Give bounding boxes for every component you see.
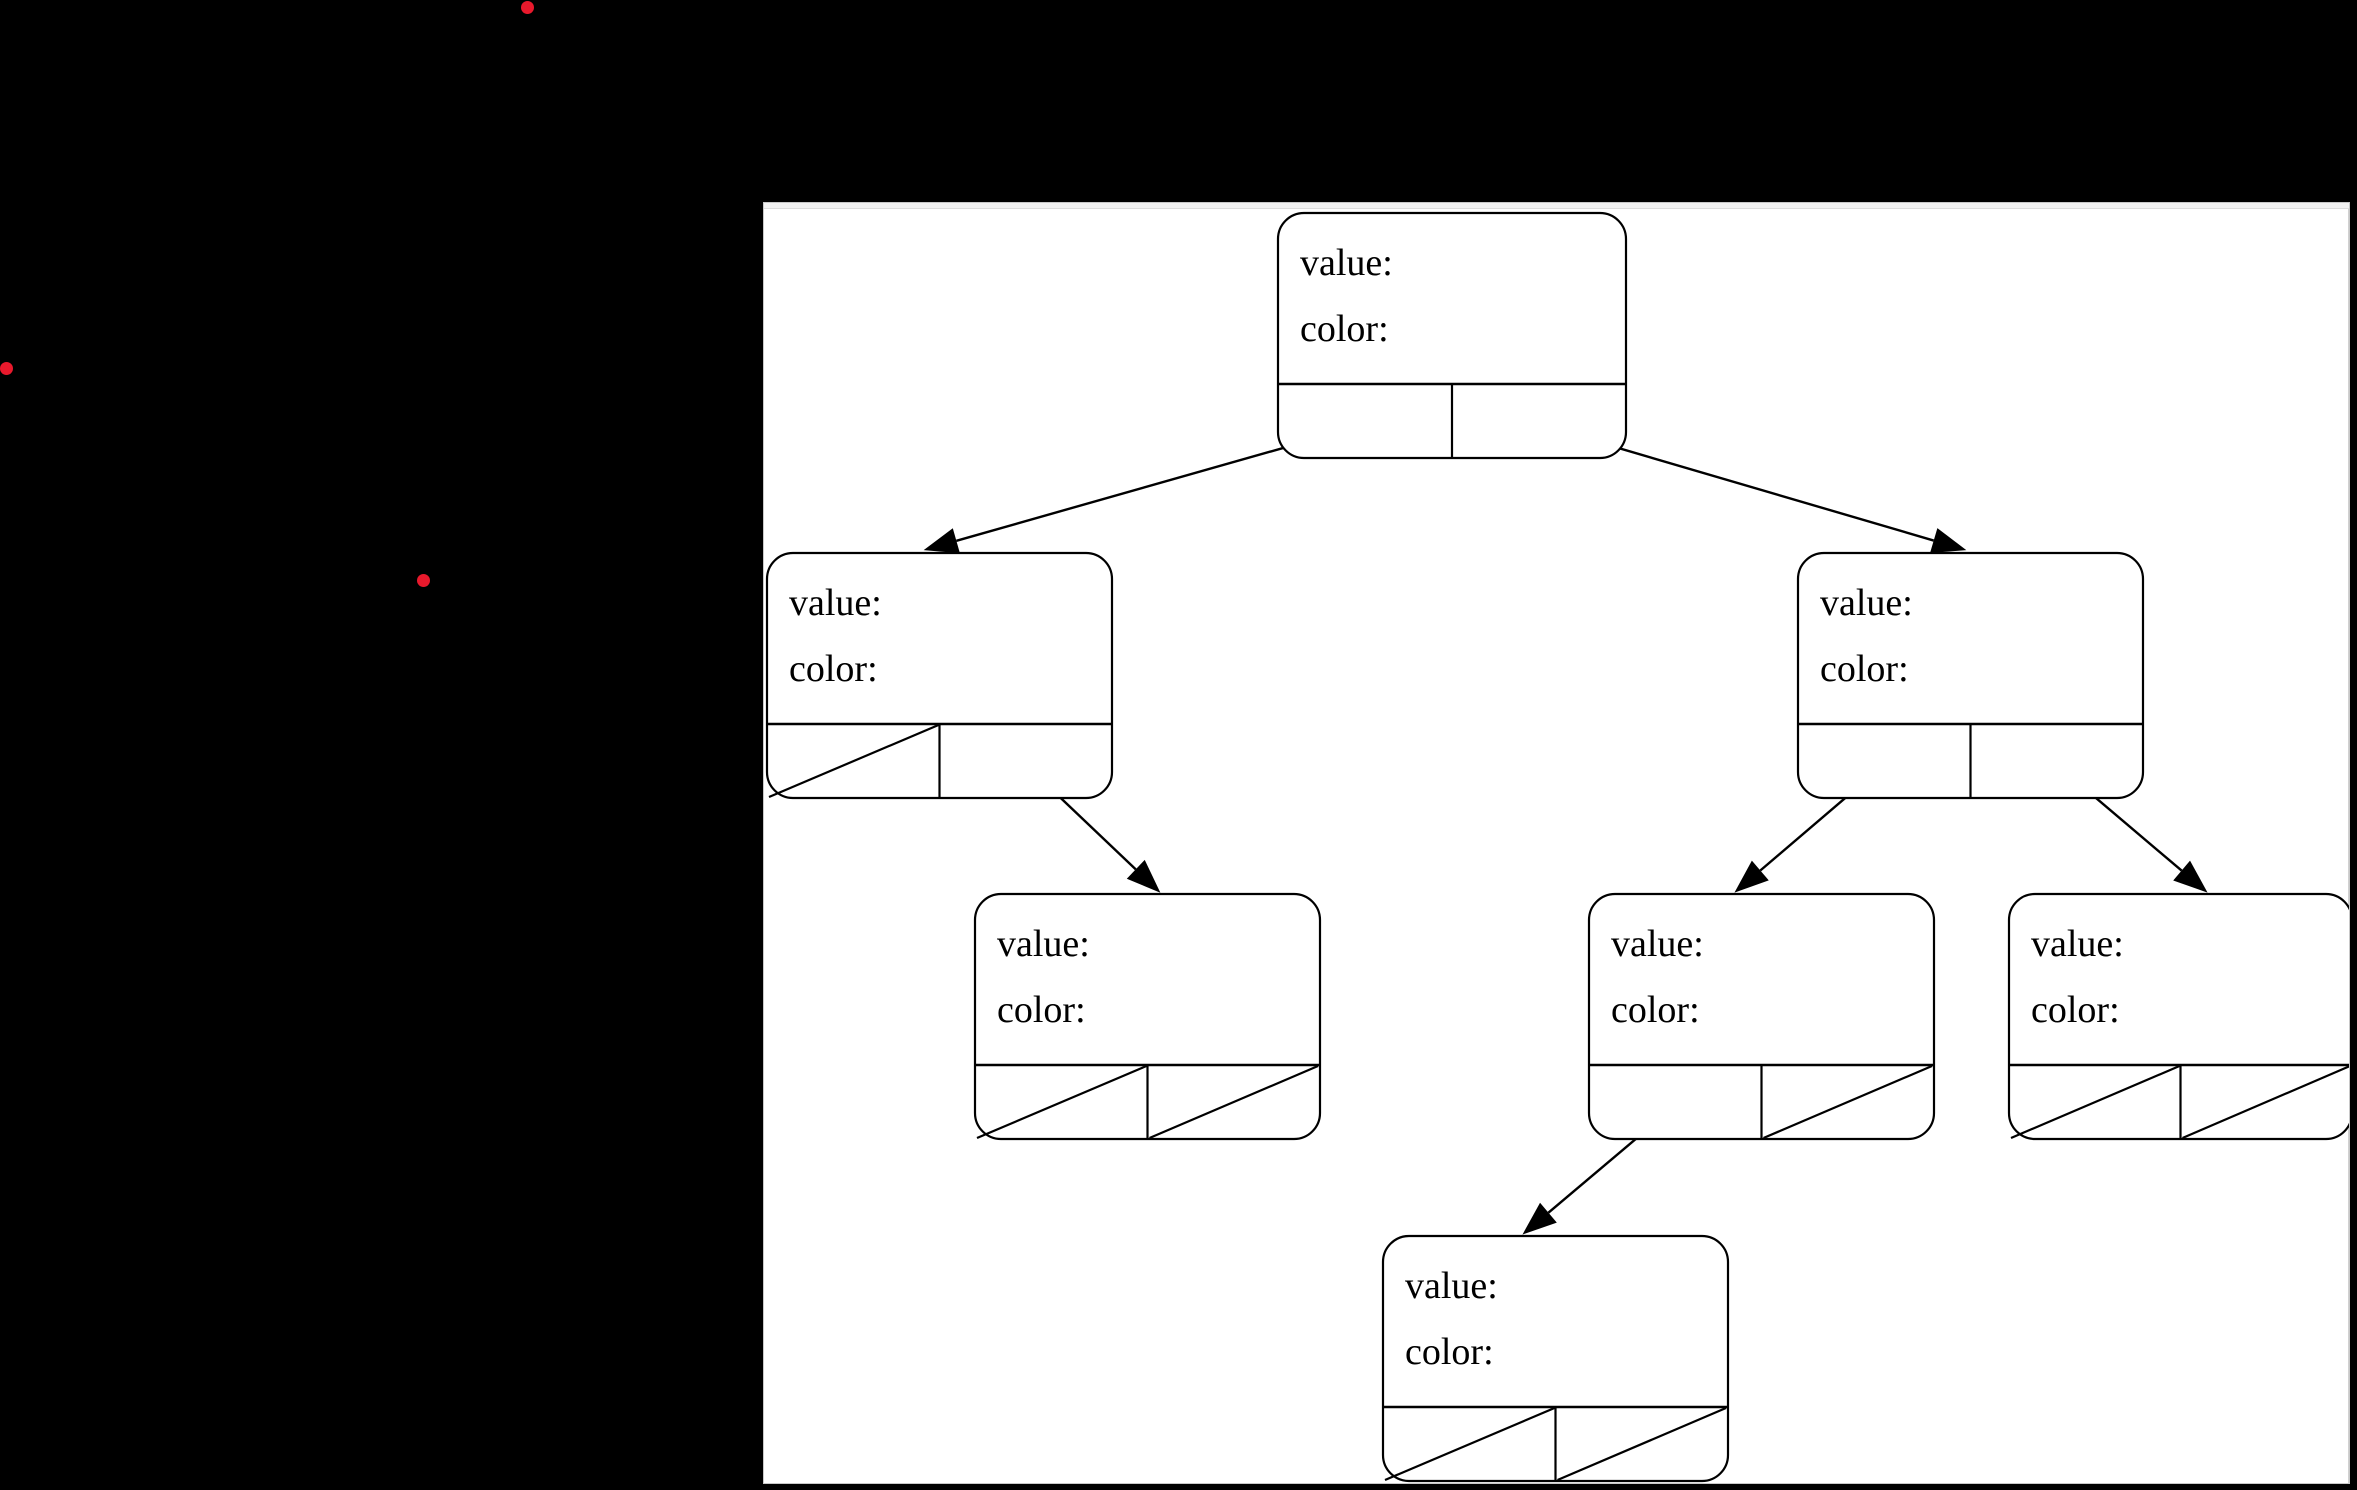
arrow-head-icon	[1522, 1202, 1557, 1235]
red-dot-marker-1	[521, 1, 534, 14]
null-pointer-slash-left	[768, 723, 939, 799]
red-dot-marker-2	[0, 362, 13, 375]
null-pointer-slash-right	[1557, 1406, 1727, 1482]
node-color-label: color:	[1405, 1331, 1494, 1373]
node-color-label: color:	[789, 648, 878, 690]
null-pointer-slash-left	[1384, 1406, 1555, 1482]
arrow-head-icon	[2173, 860, 2208, 893]
node-value-label: value:	[2031, 923, 2124, 965]
arrow-head-icon	[1734, 860, 1769, 893]
node-color-label: color:	[997, 989, 1086, 1031]
arrow-head-icon	[923, 528, 960, 554]
node-color-label: color:	[1820, 648, 1909, 690]
tree-node-left-right-leaf[interactable]: value: color:	[973, 892, 1322, 1141]
diagram-panel[interactable]: value:color:value:color:value:color:valu…	[763, 202, 2350, 1484]
tree-node-root[interactable]: value: color:	[1276, 211, 1628, 460]
null-pointer-slash-right	[1149, 1064, 1319, 1140]
tree-node-right-right-leaf[interactable]: value: color:	[2007, 892, 2350, 1141]
node-color-label: color:	[1611, 989, 1700, 1031]
tree-node-right-child[interactable]: value: color:	[1796, 551, 2145, 800]
null-pointer-slash-left	[2010, 1064, 2180, 1140]
tree-node-right-left-node[interactable]: value: color:	[1587, 892, 1936, 1141]
node-value-label: value:	[997, 923, 1090, 965]
node-color-label: color:	[2031, 989, 2120, 1031]
null-pointer-slash-left	[976, 1064, 1147, 1140]
null-pointer-slash-right	[2182, 1065, 2349, 1140]
null-pointer-slash-right	[1763, 1064, 1933, 1140]
tree-node-left-child[interactable]: value: color:	[765, 551, 1114, 800]
node-value-label: value:	[789, 582, 882, 624]
binary-tree-diagram: value:color:value:color:value:color:valu…	[765, 211, 2350, 1483]
tree-node-bottom-leaf[interactable]: value: color:	[1381, 1234, 1730, 1483]
generated-tree-layer: value:color:value:color:value:color:valu…	[765, 211, 2350, 1483]
panel-right-edge-rule	[2348, 209, 2349, 1483]
red-dot-marker-3	[417, 574, 430, 587]
node-value-label: value:	[1300, 242, 1393, 284]
panel-top-strip	[764, 203, 2349, 209]
tree-nodes-layer: value:color:value:color:value:color:valu…	[765, 211, 2350, 1483]
node-color-label: color:	[1300, 308, 1389, 350]
node-value-label: value:	[1820, 582, 1913, 624]
arrow-head-icon	[1930, 528, 1967, 554]
node-value-label: value:	[1405, 1265, 1498, 1307]
node-value-label: value:	[1611, 923, 1704, 965]
arrow-head-icon	[1126, 859, 1161, 893]
